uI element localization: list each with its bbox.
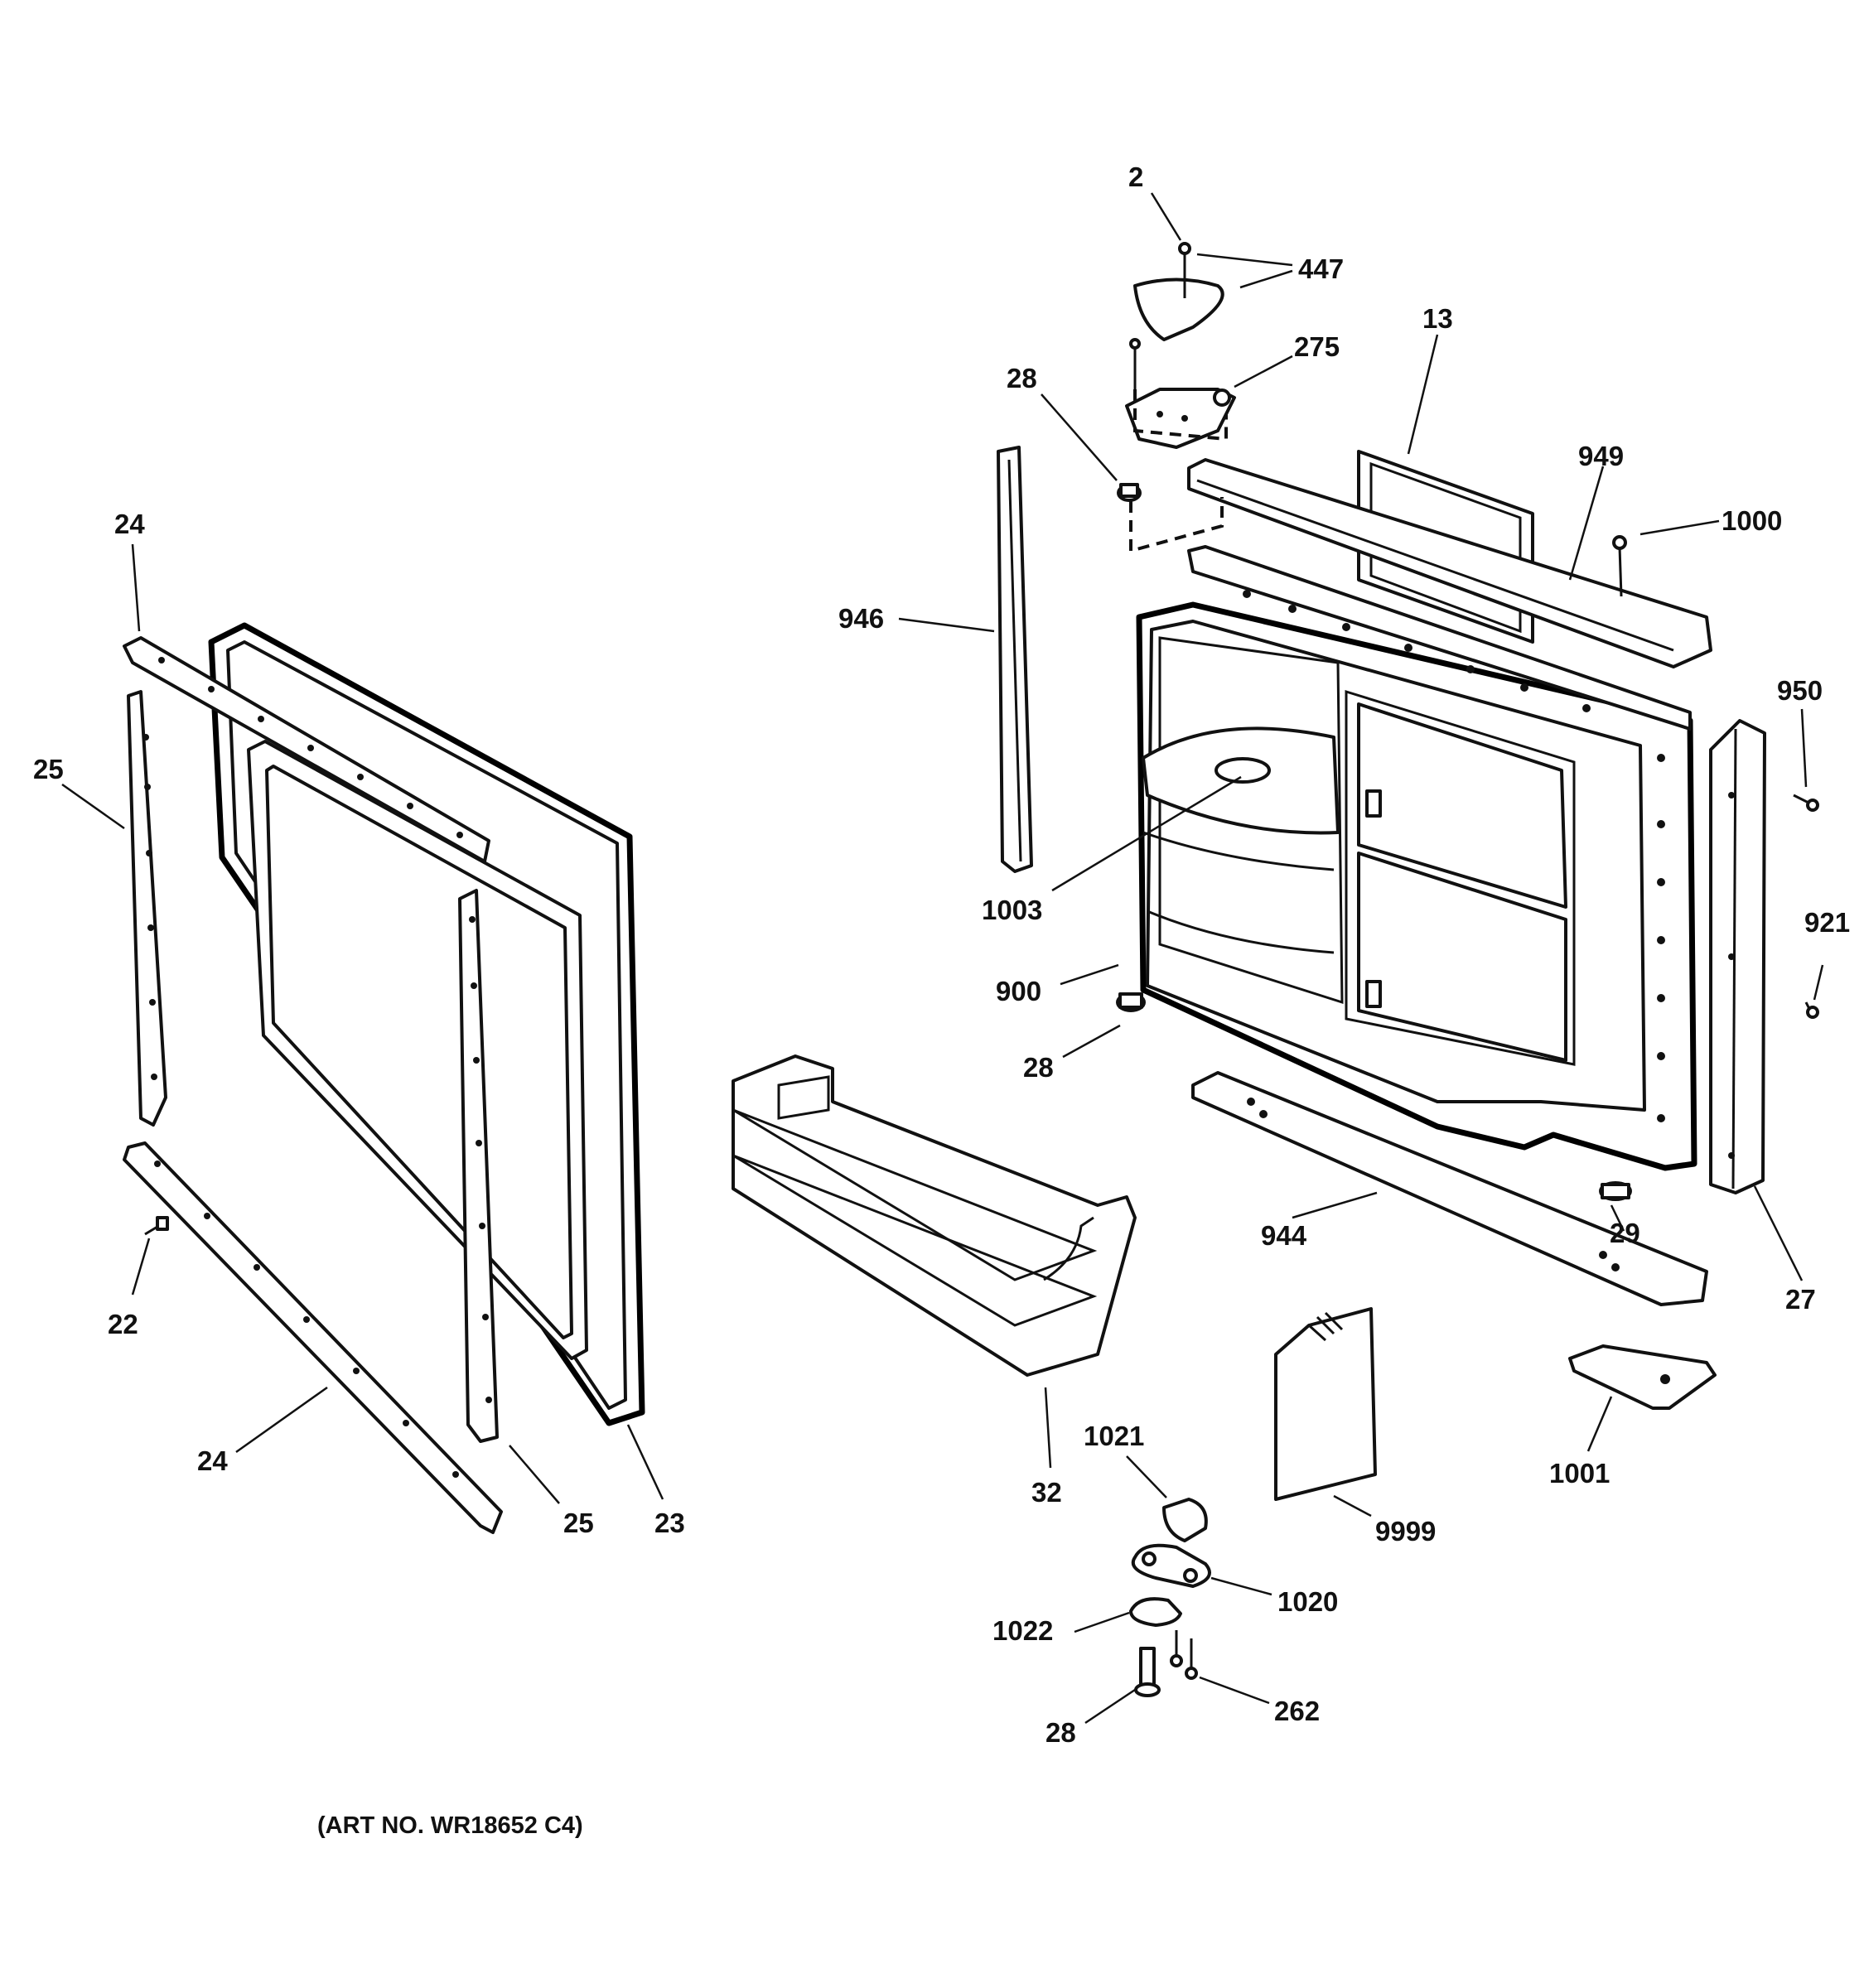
callout-262: 262: [1274, 1696, 1320, 1726]
rail-24-top: [123, 636, 490, 863]
callout-946: 946: [838, 603, 884, 634]
callout-9999: 9999: [1375, 1516, 1436, 1546]
callout-921: 921: [1804, 907, 1850, 938]
callout-22: 22: [108, 1309, 138, 1339]
pin-28-bottom: [1134, 1647, 1161, 1697]
bottom-rail-944: [1191, 1071, 1708, 1306]
shim-1022: [1129, 1597, 1182, 1627]
callout-1001: 1001: [1549, 1458, 1610, 1489]
callout-24-top: 24: [114, 509, 145, 539]
screw-921: [1804, 1001, 1819, 1019]
callout-29: 29: [1610, 1218, 1640, 1248]
hinge-1021: [1162, 1498, 1208, 1542]
callout-1021: 1021: [1084, 1421, 1144, 1451]
callout-24-bottom: 24: [197, 1445, 228, 1476]
screws-262: [1170, 1630, 1198, 1680]
callout-1003: 1003: [982, 895, 1042, 925]
bushing-28-top: [1117, 483, 1142, 502]
callout-28-top: 28: [1007, 363, 1037, 393]
callout-25-right: 25: [563, 1508, 594, 1538]
callout-25-left: 25: [33, 754, 64, 784]
callout-900: 900: [996, 976, 1041, 1006]
callout-23: 23: [654, 1508, 685, 1538]
callout-labels: 2 447 275 28 13 949 1000 946 950 1003 92…: [33, 162, 1850, 1748]
callout-1000: 1000: [1722, 505, 1782, 536]
bracket-1001: [1568, 1344, 1717, 1410]
bushing-28-mid: [1116, 992, 1146, 1012]
callout-32: 32: [1031, 1477, 1062, 1508]
cabinet-liner: [1136, 545, 1697, 1171]
hinge-275: [1125, 338, 1236, 449]
screw-22: [144, 1216, 169, 1236]
manual-9999: [1274, 1307, 1377, 1501]
rail-25-right: [458, 889, 499, 1443]
callout-1020: 1020: [1277, 1586, 1338, 1617]
callout-949: 949: [1578, 441, 1624, 471]
side-trim-27: [1709, 719, 1766, 1194]
callout-950: 950: [1777, 675, 1823, 706]
gasket-946: [997, 446, 1033, 873]
top-cover-949: [1187, 458, 1712, 668]
rail-25-left: [127, 690, 167, 1127]
door-basket-32: [732, 1054, 1137, 1377]
leader-lines: [61, 192, 1824, 1725]
hinge-plate-1020: [1131, 1543, 1211, 1588]
hinge-cover-447: [1133, 242, 1224, 341]
bushing-29: [1599, 1181, 1632, 1201]
callout-13: 13: [1422, 303, 1453, 334]
door-frame-23: [208, 622, 645, 1426]
callout-27: 27: [1785, 1284, 1816, 1315]
art-number: (ART NO. WR18652 C4): [317, 1812, 583, 1839]
callout-28-bottom: 28: [1045, 1717, 1076, 1748]
callout-275: 275: [1294, 331, 1340, 362]
callout-28-mid: 28: [1023, 1052, 1054, 1083]
rail-24-bottom: [123, 1141, 503, 1534]
callout-944: 944: [1261, 1220, 1307, 1251]
callout-1022: 1022: [992, 1615, 1053, 1646]
screw-1000: [1612, 535, 1627, 597]
screw-950: [1793, 794, 1819, 812]
callout-447: 447: [1298, 253, 1344, 284]
callout-2: 2: [1128, 162, 1143, 192]
